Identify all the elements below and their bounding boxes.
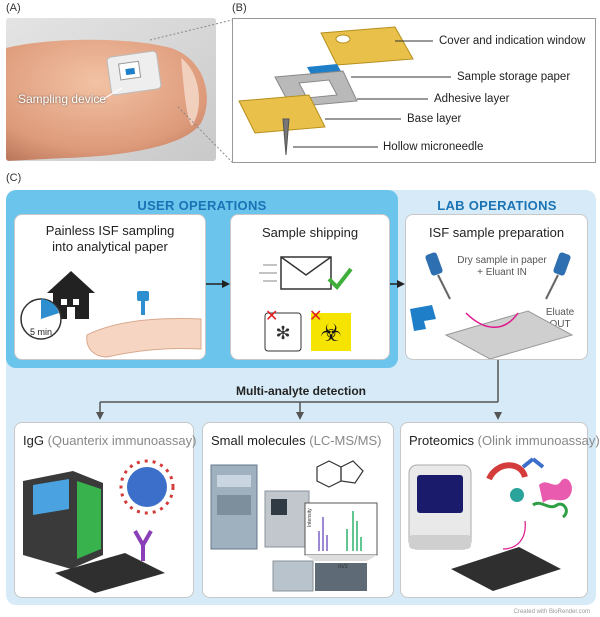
dry-sample-label-2: + Eluant IN: [477, 267, 527, 278]
small-method: (LC-MS/MS): [309, 433, 382, 448]
molecule-icon: [316, 460, 364, 488]
well-plate-icon: [55, 553, 165, 593]
protein-icon: [532, 478, 572, 519]
dry-sample-label-1: Dry sample in paper: [457, 255, 547, 266]
sampling-device-label: Sampling device: [18, 92, 107, 106]
cover-label: Cover and indication window: [439, 35, 586, 47]
proteomics-illustration: [408, 457, 572, 591]
olink-instrument-icon: [408, 464, 472, 550]
igg-method: (Quanterix immunoassay): [47, 433, 197, 448]
flow-arrows-top: [206, 280, 405, 288]
prep-title: ISF sample preparation: [428, 225, 565, 240]
small-molecules-illustration: Intensity m/z: [210, 460, 378, 592]
igg-title: IgG (Quanterix immunoassay): [23, 433, 196, 449]
detection-connector: [96, 360, 502, 420]
spectrum-x-axis: m/z: [338, 564, 348, 570]
proteomics-card: Proteomics (Olink immunoassay): [400, 422, 600, 598]
house-icon: [47, 271, 95, 319]
lcms-instrument-icon: [210, 464, 367, 592]
sampling-title-2: into analytical paper: [52, 239, 168, 254]
svg-text:✕: ✕: [265, 308, 278, 325]
svg-text:☣: ☣: [320, 320, 342, 347]
envelope-icon: [259, 256, 332, 290]
panel-label-c: (C): [6, 172, 22, 184]
paper-piece-icon: [410, 305, 436, 331]
protein-target-icon: [510, 488, 524, 502]
antibody-icon: [133, 530, 153, 561]
adhesive-label: Adhesive layer: [434, 93, 510, 105]
pipette-icon-2: [545, 252, 571, 300]
spectrum-y-axis: Intensity: [307, 508, 313, 527]
zoom-connector: [150, 19, 233, 163]
fingertip-illustration: [6, 18, 216, 161]
prot-name: Proteomics: [409, 433, 475, 448]
panel-label-a: (A): [6, 2, 21, 14]
timer-label: 5 min: [30, 327, 52, 337]
small-name: Small molecules: [211, 433, 306, 448]
microneedle-icon: [282, 118, 290, 156]
sampling-illustration: 5 min: [20, 271, 202, 358]
arm-icon: [86, 318, 202, 358]
small-molecules-card: Small molecules (LC-MS/MS) Intens: [202, 422, 394, 598]
device-on-arm-icon: [137, 291, 149, 315]
fingertip-photo: [6, 18, 216, 161]
well-plate-icon: [444, 310, 574, 359]
proteomics-title: Proteomics (Olink immunoassay): [409, 433, 600, 449]
spectrum-icon: [304, 502, 378, 561]
shipping-title: Sample shipping: [261, 225, 359, 240]
base-label: Base layer: [407, 113, 462, 125]
eluate-label-1: Eluate: [545, 307, 575, 318]
biorender-credit: Created with BioRender.com: [513, 609, 590, 615]
timer-icon: [20, 298, 62, 340]
checkmark-icon: [327, 267, 353, 291]
svg-text:✕: ✕: [309, 308, 322, 325]
sample-paper-label: Sample storage paper: [457, 71, 571, 83]
device-exploded-diagram: Cover and indication window Sample stora…: [232, 18, 596, 163]
shipping-card: Sample shipping ✻ ✕ ☣ ✕: [230, 214, 390, 360]
eluate-label-2: OUT: [549, 319, 571, 330]
sampling-card: Painless ISF sampling into analytical pa…: [14, 214, 206, 360]
prot-method: (Olink immunoassay): [477, 433, 600, 448]
pipette-icon: [425, 252, 451, 300]
small-molecules-title: Small molecules (LC-MS/MS): [211, 433, 382, 449]
virus-icon: [119, 459, 175, 515]
freezer-icon: ✻ ✕: [264, 308, 302, 352]
igg-illustration: [23, 459, 175, 593]
user-operations-title: USER OPERATIONS: [137, 198, 267, 213]
needle-label: Hollow microneedle: [383, 141, 484, 153]
lab-operations-title: LAB OPERATIONS: [437, 198, 557, 213]
sampling-device-icon: [106, 50, 162, 96]
igg-name: IgG: [23, 433, 44, 448]
well-plate-icon: [451, 547, 561, 591]
sampling-title-1: Painless ISF sampling: [45, 223, 175, 238]
cover-layer-icon: [320, 26, 414, 66]
shipping-illustration: ✻ ✕ ☣ ✕: [259, 256, 353, 352]
svg-text:✻: ✻: [275, 323, 290, 343]
layer-stack: [238, 26, 451, 156]
multi-analyte-label: Multi-analyte detection: [232, 384, 371, 398]
biohazard-icon: ☣ ✕: [309, 308, 351, 351]
base-layer-icon: [238, 94, 326, 134]
prep-illustration: [410, 252, 574, 359]
prep-card: ISF sample preparation Dry sample in pap…: [405, 214, 588, 360]
simoa-instrument-icon: [23, 471, 103, 569]
panel-label-b: (B): [232, 2, 247, 14]
igg-card: IgG (Quanterix immunoassay): [14, 422, 196, 598]
antibody-icon: [486, 457, 545, 481]
